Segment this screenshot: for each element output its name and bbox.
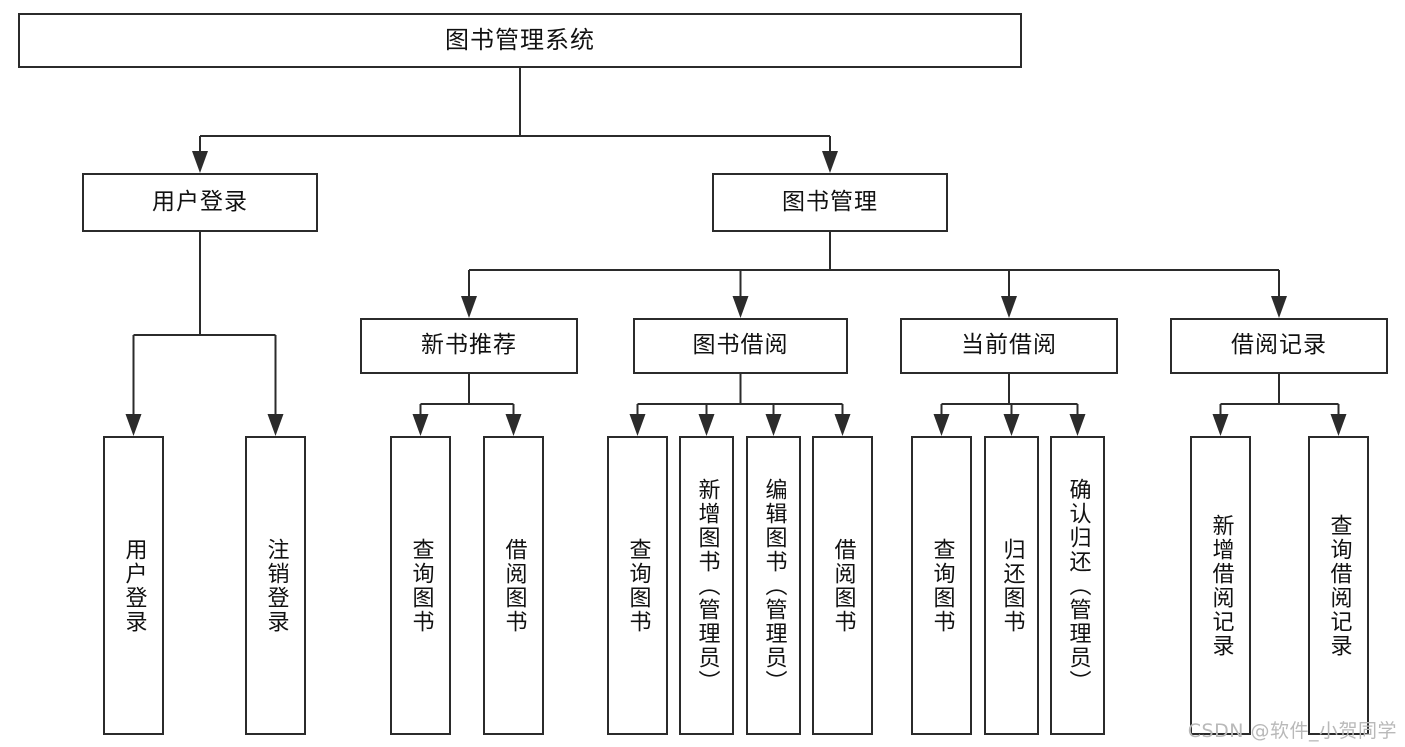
node-leaf-borrow-book-2[interactable]: 借阅图书 xyxy=(812,436,873,735)
node-label: 查询借阅记录 xyxy=(1326,513,1352,658)
node-leaf-borrow-book-1[interactable]: 借阅图书 xyxy=(483,436,544,735)
node-label: 编辑图书（管理员） xyxy=(761,477,787,694)
node-label: 图书管理 xyxy=(782,188,878,215)
node-label: 查询图书 xyxy=(408,537,434,634)
node-label: 用户登录 xyxy=(121,537,147,634)
node-label: 当前借阅 xyxy=(961,332,1057,359)
node-label: 新增图书（管理员） xyxy=(694,477,720,694)
node-label: 借阅图书 xyxy=(830,537,856,634)
node-borrow-record[interactable]: 借阅记录 xyxy=(1170,318,1388,374)
arrowhead-icon xyxy=(732,296,749,318)
node-leaf-query-book-1[interactable]: 查询图书 xyxy=(390,436,451,735)
node-leaf-query-record[interactable]: 查询借阅记录 xyxy=(1308,436,1369,735)
arrowhead-icon xyxy=(629,414,646,436)
arrowhead-icon xyxy=(1001,296,1017,318)
node-user-login[interactable]: 用户登录 xyxy=(82,173,318,232)
node-label: 图书管理系统 xyxy=(445,26,595,55)
node-label: 查询图书 xyxy=(929,537,955,634)
arrowhead-icon xyxy=(125,414,142,436)
arrowhead-icon xyxy=(267,414,284,436)
node-leaf-add-record[interactable]: 新增借阅记录 xyxy=(1190,436,1251,735)
arrowhead-icon xyxy=(461,296,477,318)
node-root[interactable]: 图书管理系统 xyxy=(18,13,1022,68)
arrowhead-icon xyxy=(505,414,522,436)
node-label: 借阅记录 xyxy=(1231,332,1327,359)
arrowhead-icon xyxy=(412,414,429,436)
arrowhead-icon xyxy=(192,151,208,173)
node-leaf-query-book-3[interactable]: 查询图书 xyxy=(911,436,972,735)
node-label: 归还图书 xyxy=(999,537,1025,634)
node-leaf-user-login[interactable]: 用户登录 xyxy=(103,436,164,735)
node-leaf-logout[interactable]: 注销登录 xyxy=(245,436,306,735)
node-leaf-query-book-2[interactable]: 查询图书 xyxy=(607,436,668,735)
node-label: 新书推荐 xyxy=(421,332,517,359)
node-new-book-rec[interactable]: 新书推荐 xyxy=(360,318,578,374)
arrowhead-icon xyxy=(765,414,782,436)
arrowhead-icon xyxy=(1212,414,1229,436)
node-book-borrow[interactable]: 图书借阅 xyxy=(633,318,848,374)
arrowhead-icon xyxy=(822,151,838,173)
node-label: 注销登录 xyxy=(263,537,289,634)
node-label: 新增借阅记录 xyxy=(1208,513,1234,658)
node-leaf-return-book[interactable]: 归还图书 xyxy=(984,436,1039,735)
node-label: 借阅图书 xyxy=(501,537,527,634)
node-leaf-confirm-return[interactable]: 确认归还（管理员） xyxy=(1050,436,1105,735)
arrowhead-icon xyxy=(834,414,851,436)
arrowhead-icon xyxy=(1003,414,1020,436)
node-leaf-add-book[interactable]: 新增图书（管理员） xyxy=(679,436,734,735)
node-label: 查询图书 xyxy=(625,537,651,634)
node-label: 图书借阅 xyxy=(692,332,789,359)
node-label: 用户登录 xyxy=(152,188,248,215)
watermark-label: CSDN @软件_小贺同学 xyxy=(1187,720,1397,742)
arrowhead-icon xyxy=(1271,296,1287,318)
arrowhead-icon xyxy=(698,414,715,436)
node-book-manage[interactable]: 图书管理 xyxy=(712,173,948,232)
arrowhead-icon xyxy=(933,414,950,436)
node-current-borrow[interactable]: 当前借阅 xyxy=(900,318,1118,374)
node-leaf-edit-book[interactable]: 编辑图书（管理员） xyxy=(746,436,801,735)
arrowhead-icon xyxy=(1069,414,1086,436)
arrowhead-icon xyxy=(1330,414,1347,436)
node-label: 确认归还（管理员） xyxy=(1065,477,1091,694)
